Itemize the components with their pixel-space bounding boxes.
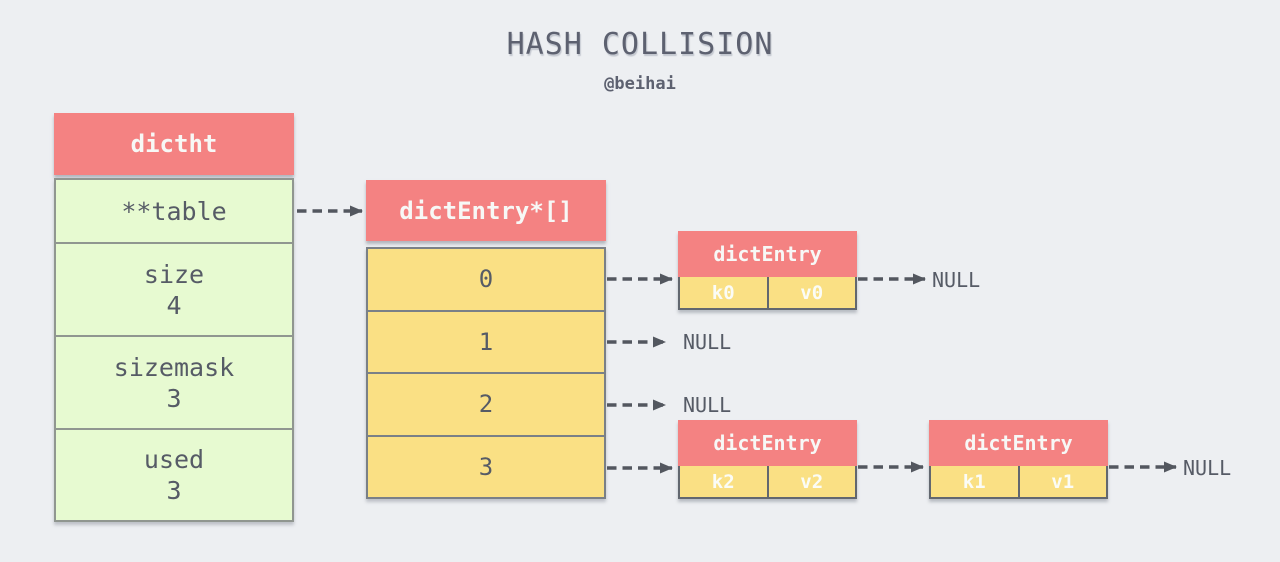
page-title: HASH COLLISION <box>506 27 774 62</box>
field-label: **table <box>121 196 227 226</box>
field-label: used <box>143 445 205 474</box>
null-label-slot1: NULL <box>683 330 732 354</box>
null-label-slot3-chain: NULL <box>1183 456 1232 480</box>
bucket-slot-3: 3 <box>478 452 494 481</box>
dictht-field-used: used 3 <box>56 430 292 520</box>
dict-entry-cells: k0 v0 <box>678 277 857 310</box>
bucket-array-header: dictEntry*[] <box>366 180 606 241</box>
entry-value-cell: v2 <box>800 470 824 493</box>
entry-value-cell: v1 <box>1051 470 1075 493</box>
dict-entry-header: dictEntry <box>678 420 857 466</box>
dict-entry-cells: k2 v2 <box>678 466 857 499</box>
dict-entry-k1: dictEntry k1 v1 <box>929 420 1108 499</box>
bucket-slot-1: 1 <box>368 312 604 374</box>
field-label: sizemask <box>113 352 235 382</box>
dict-entry-header: dictEntry <box>678 231 857 277</box>
dictht-field-size: size 4 <box>56 244 292 337</box>
dict-entry-k2: dictEntry k2 v2 <box>678 420 857 499</box>
null-label-slot2: NULL <box>683 393 732 417</box>
author-handle: @beihai <box>604 74 676 94</box>
field-value: 3 <box>166 476 182 505</box>
entry-key-cell: k0 <box>680 277 769 308</box>
dictht-field-table: **table <box>56 180 292 244</box>
bucket-slot-2: 2 <box>368 374 604 437</box>
dict-entry-header: dictEntry <box>929 420 1108 466</box>
dictht-field-sizemask: sizemask 3 <box>56 337 292 430</box>
bucket-slot-0: 0 <box>368 249 604 312</box>
dictht-struct-body: **table size 4 sizemask 3 used 3 <box>54 178 294 522</box>
field-value: 4 <box>166 290 182 320</box>
field-label: size <box>143 259 205 289</box>
bucket-array-body: 0 1 2 3 <box>366 247 606 499</box>
entry-value-cell: v0 <box>800 281 824 304</box>
field-value: 3 <box>166 383 182 413</box>
null-label-slot0-chain: NULL <box>932 268 981 292</box>
entry-key-cell: k1 <box>931 466 1020 497</box>
dict-entry-k0: dictEntry k0 v0 <box>678 231 857 310</box>
dictht-struct-header: dictht <box>54 113 294 175</box>
entry-key-cell: k2 <box>680 466 769 497</box>
dict-entry-cells: k1 v1 <box>929 466 1108 499</box>
